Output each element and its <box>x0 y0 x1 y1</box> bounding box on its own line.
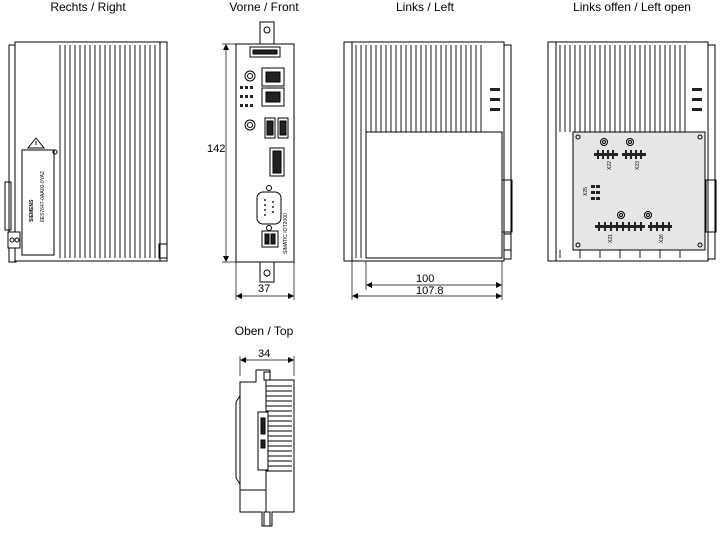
dimension-front-width: 37 <box>258 283 270 295</box>
front-view <box>222 21 295 300</box>
dimension-top-width: 34 <box>258 348 270 360</box>
open-heatsink-fins <box>559 45 686 258</box>
front-power-terminal <box>261 230 279 248</box>
warning-icon <box>26 137 46 149</box>
front-ethernet-port-2 <box>261 87 285 107</box>
left-back-rail <box>503 44 512 260</box>
right-din-clip <box>4 181 12 231</box>
pcb-standoff-1 <box>600 138 608 146</box>
left-open-view <box>547 41 717 262</box>
top-front-tab <box>263 371 271 381</box>
header-x26 <box>648 222 672 231</box>
open-side-vents <box>692 88 702 111</box>
front-serial-port <box>256 191 282 225</box>
right-view <box>4 41 168 263</box>
front-usb-port-1 <box>264 117 276 139</box>
left-din-clip <box>501 179 513 233</box>
product-label: SIMATIC IOT2000 <box>283 213 289 254</box>
left-cover-panel <box>365 131 503 259</box>
pcb-standoff-4 <box>644 211 652 219</box>
open-front-rail <box>547 41 557 262</box>
view-title-right: Rechts / Right <box>50 0 126 14</box>
dimension-depth-outer: 107.8 <box>416 285 444 297</box>
top-view <box>235 356 295 527</box>
header-x22 <box>594 150 618 159</box>
dimension-front-height: 142 <box>207 143 225 155</box>
right-end-rail <box>159 41 168 262</box>
pcb-standoff-2 <box>626 138 634 146</box>
left-view <box>343 41 513 300</box>
label-x21: X21 <box>608 234 614 243</box>
view-title-top: Oben / Top <box>234 324 294 338</box>
brand-label: SIEMENS <box>29 199 35 222</box>
left-rail-foot <box>503 233 512 251</box>
header-x21 <box>595 222 645 231</box>
left-side-vents <box>490 88 500 111</box>
left-front-rail <box>343 41 353 262</box>
order-number-label: 6ES7647-0AA00-0YA2 <box>40 171 46 222</box>
open-back-rail <box>707 44 716 260</box>
right-nameplate <box>21 149 55 256</box>
front-ethernet-port-1 <box>261 67 285 87</box>
front-power-button <box>244 70 256 82</box>
front-sd-slot <box>249 46 281 58</box>
right-heatsink-fins <box>59 45 156 258</box>
front-display-port <box>269 147 285 177</box>
pcb-standoff-3 <box>617 211 625 219</box>
front-bottom-tab <box>259 260 275 283</box>
header-x25 <box>591 185 600 200</box>
label-x22: X22 <box>607 161 613 170</box>
open-din-clip <box>705 179 717 233</box>
label-x26: X26 <box>659 234 665 243</box>
label-x23: X23 <box>635 161 641 170</box>
label-x25: X25 <box>583 187 589 196</box>
right-screw <box>52 149 58 155</box>
header-x23 <box>622 150 646 159</box>
right-rail-foot <box>158 243 168 259</box>
top-heatsink-fins <box>266 385 292 472</box>
top-rear-tab <box>263 511 271 527</box>
dimension-depth-inner: 100 <box>416 273 434 285</box>
view-title-front: Vorne / Front <box>229 0 299 14</box>
front-usb-port-2 <box>277 117 289 139</box>
view-title-left-open: Links offen / Left open <box>573 0 691 14</box>
front-status-leds <box>240 86 253 107</box>
view-title-left: Links / Left <box>395 0 455 14</box>
front-reset-button <box>244 119 256 131</box>
